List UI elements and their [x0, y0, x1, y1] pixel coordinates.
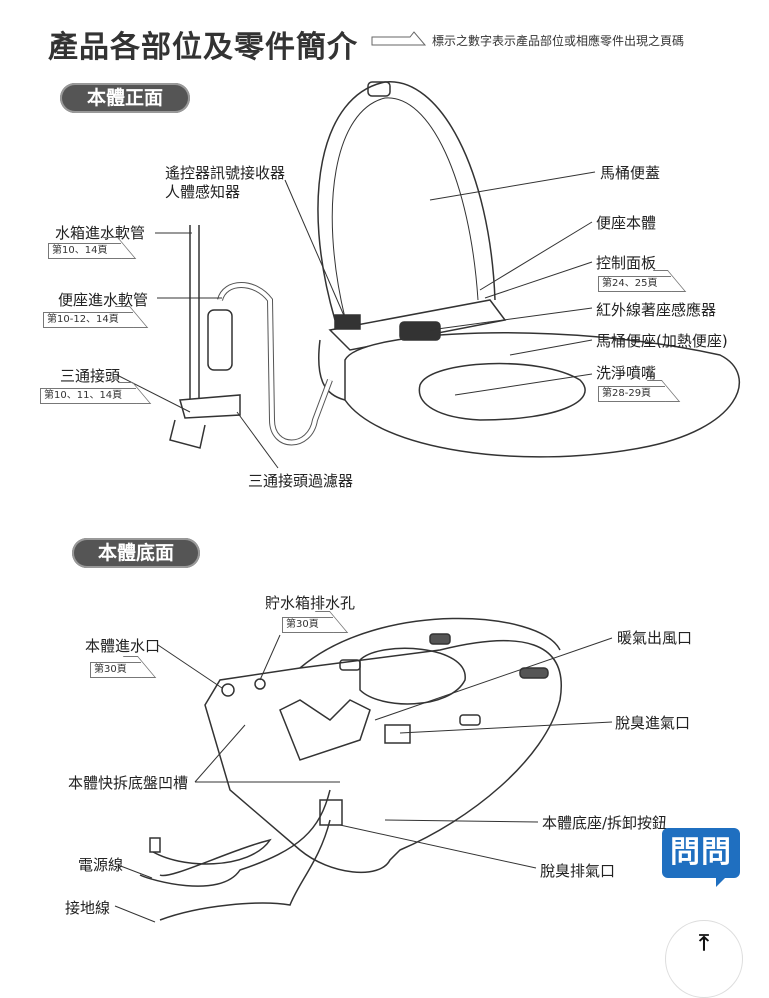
toilet-front-diagram — [114, 31, 741, 923]
label-water-inlet: 本體進水口 — [85, 637, 161, 655]
section-bottom-label: 本體底面 — [72, 538, 200, 568]
page-tag: 第10、14頁 — [48, 243, 122, 259]
page-tag: 第28-29頁 — [598, 386, 666, 402]
label-seat: 馬桶便座(加熱便座) — [596, 332, 728, 350]
scroll-to-top-button[interactable]: ⤒ — [665, 920, 743, 998]
label-remote-receiver: 遙控器訊號接收器 — [165, 164, 286, 182]
label-body-sensor: 人體感知器 — [165, 183, 241, 201]
page-tag: 第30頁 — [282, 617, 333, 633]
label-ir-sensor: 紅外線著座感應器 — [596, 301, 717, 319]
label-warm-air-outlet: 暖氣出風口 — [617, 629, 693, 647]
page-tag: 第30頁 — [90, 662, 141, 678]
label-tank-hose: 水箱進水軟管 — [55, 224, 146, 242]
label-deodor-outlet: 脫臭排氣口 — [540, 862, 616, 880]
section-front-label: 本體正面 — [60, 83, 190, 113]
label-control-panel: 控制面板 — [596, 254, 657, 272]
label-tee-joint: 三通接頭 — [60, 367, 121, 385]
arrow-to-top-icon: ⤒ — [699, 931, 709, 956]
toilet-bottom-diagram — [114, 617, 613, 923]
label-nozzle: 洗淨噴嘴 — [596, 364, 657, 382]
label-power-cord: 電源線 — [78, 856, 124, 874]
label-release-button: 本體底座/拆卸按鈕 — [542, 814, 668, 832]
label-seat-hose: 便座進水軟管 — [58, 291, 149, 309]
label-lid: 馬桶便蓋 — [600, 164, 661, 182]
ask-button[interactable]: 問問 — [662, 828, 740, 887]
page-tag: 第24、25頁 — [598, 276, 672, 292]
label-deodor-inlet: 脫臭進氣口 — [615, 714, 691, 732]
page-number-legend: 標示之數字表示產品部位或相應零件出現之頁碼 — [432, 34, 685, 48]
page-tag: 第10、11、14頁 — [40, 388, 137, 404]
label-tee-filter: 三通接頭過濾器 — [248, 472, 354, 490]
label-ground-wire: 接地線 — [65, 899, 111, 917]
label-seat-body: 便座本體 — [596, 214, 657, 232]
page-tag: 第10-12、14頁 — [43, 312, 133, 328]
label-base-groove: 本體快拆底盤凹槽 — [68, 774, 189, 792]
label-tank-drain: 貯水箱排水孔 — [265, 594, 356, 612]
page-title: 產品各部位及零件簡介 — [48, 30, 358, 65]
